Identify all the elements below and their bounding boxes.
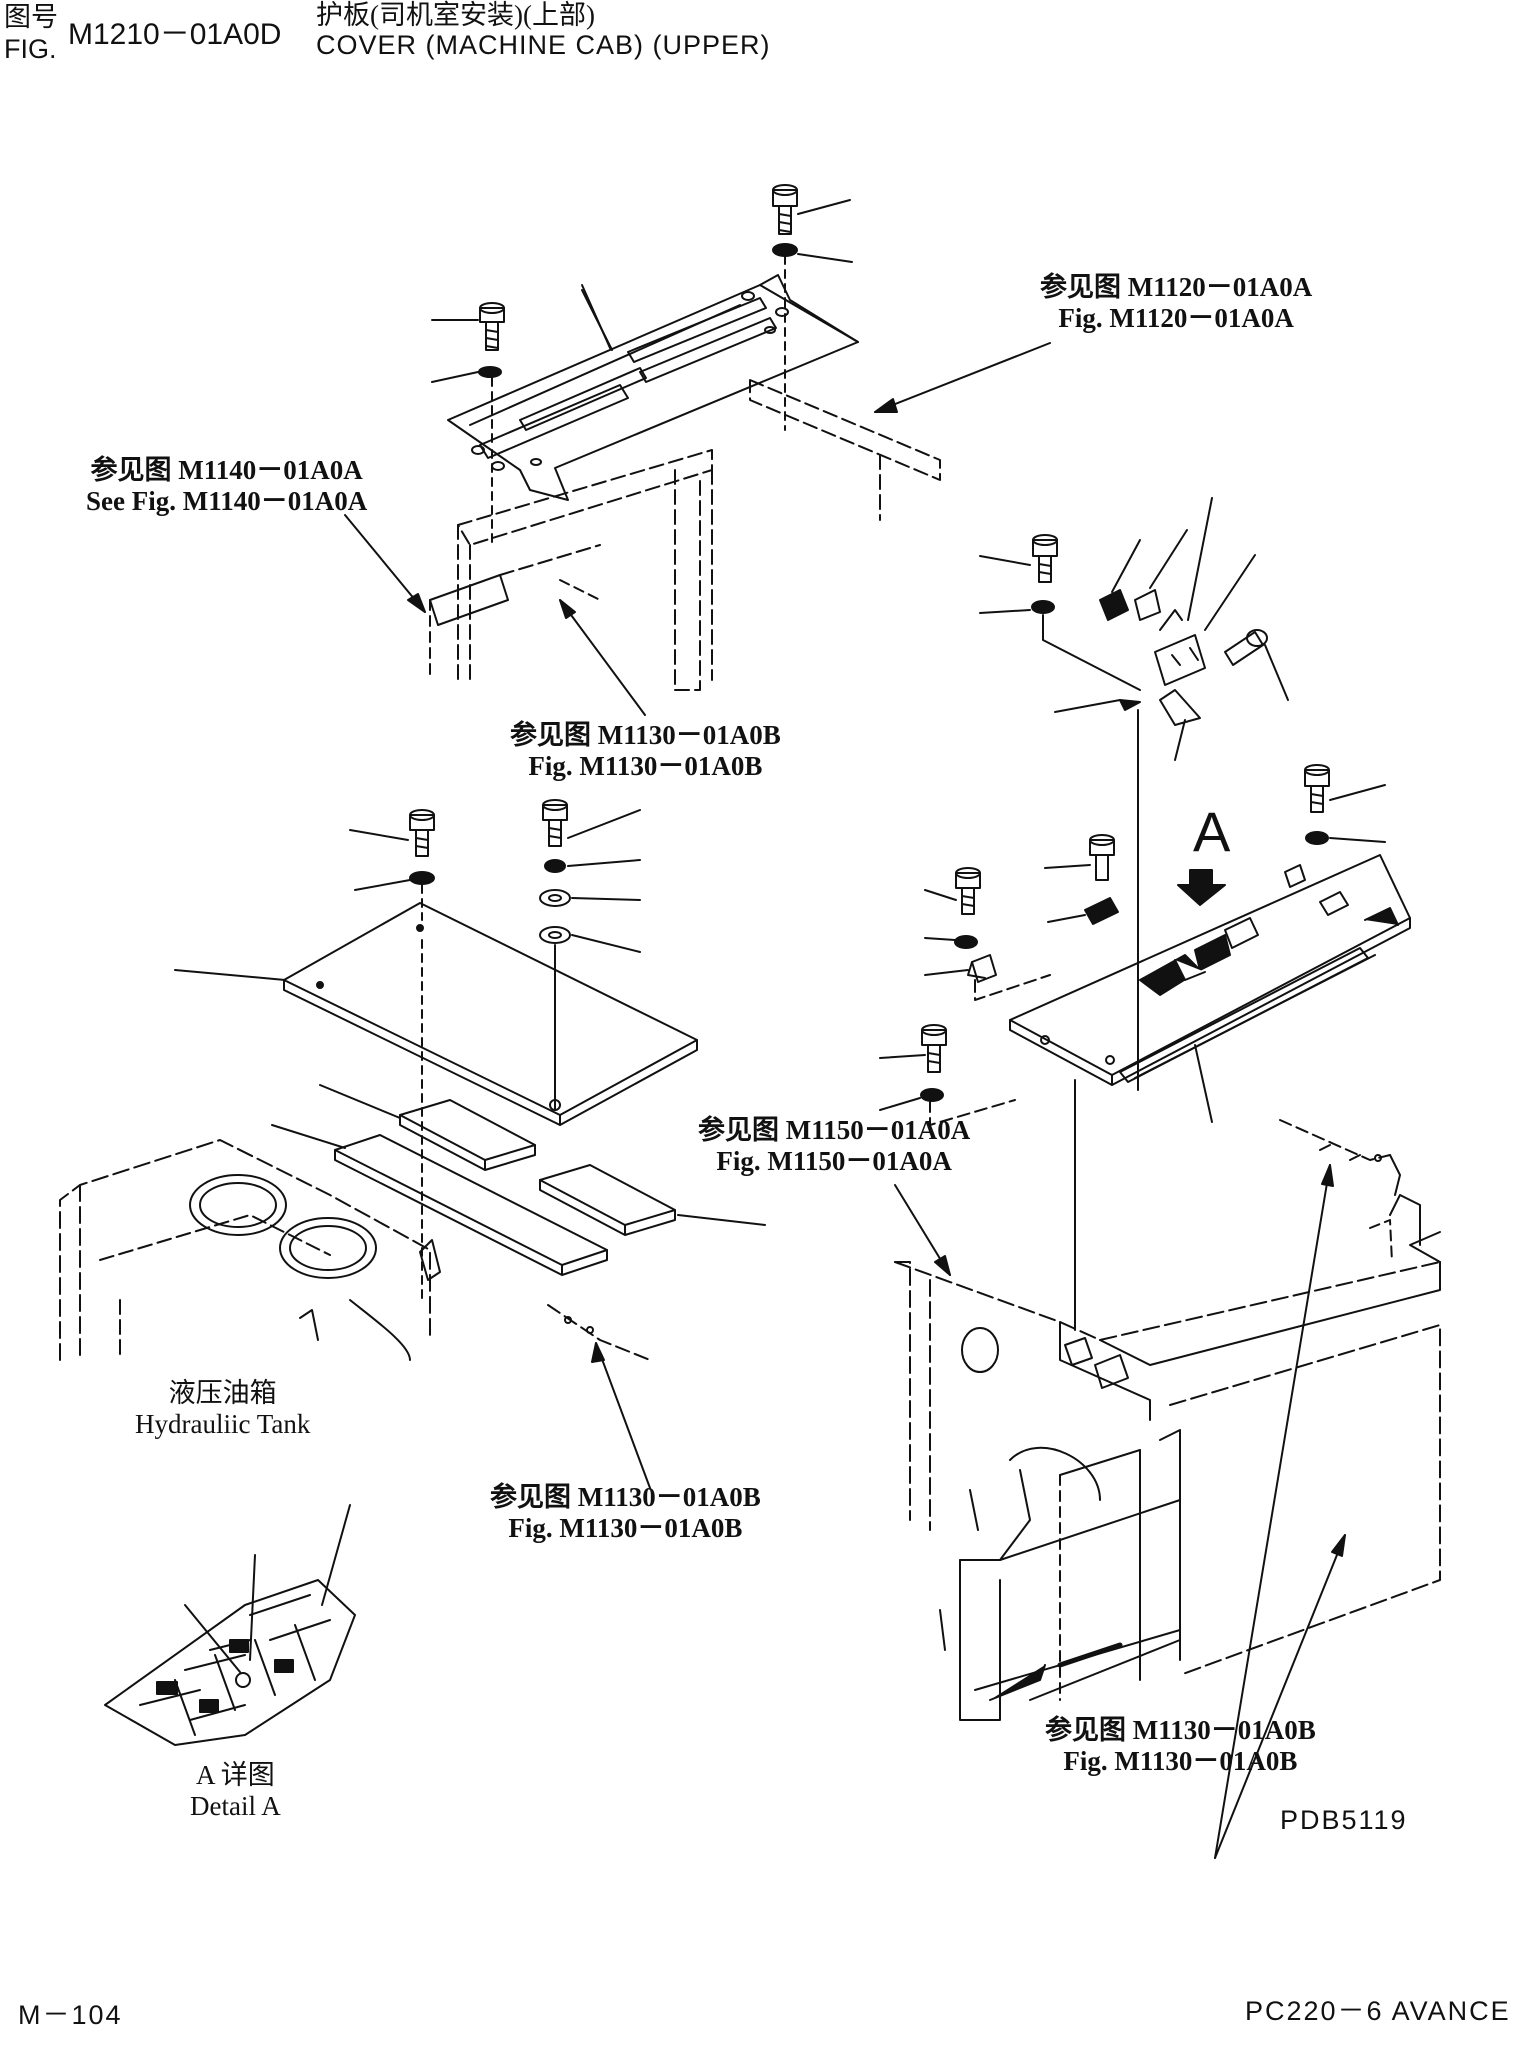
reference-en: Fig. M1120－01A0A bbox=[1058, 303, 1294, 334]
reference-en: Fig. M1130－01A0B bbox=[528, 751, 763, 782]
leader-lines-upper-left bbox=[345, 290, 1050, 715]
cab-frame-lower-right bbox=[895, 1120, 1440, 1858]
rubber-pads bbox=[272, 1085, 765, 1275]
reference-en: Fig. M1150－01A0A bbox=[716, 1146, 952, 1177]
reference-zh: 参见图 M1120－01A0A bbox=[1040, 272, 1313, 302]
reference-callout: 参见图 M1130－01A0B Fig. M1130－01A0B bbox=[1045, 1715, 1316, 1777]
detail-a-drawing bbox=[105, 1505, 355, 1745]
reference-callout: 参见图 M1130－01A0B Fig. M1130－01A0B bbox=[510, 720, 781, 782]
drawing-code: PDB5119 bbox=[1280, 1805, 1408, 1835]
right-cover-plate bbox=[1010, 855, 1410, 1330]
title-en: COVER (MACHINE CAB) (UPPER) bbox=[316, 30, 771, 60]
reference-callout: 参见图 M1120－01A0A Fig. M1120－01A0A bbox=[1040, 272, 1312, 334]
reference-zh: 参见图 M1130－01A0B bbox=[1045, 1715, 1316, 1745]
middle-cover-plate bbox=[175, 885, 697, 1300]
reference-zh: 参见图 M1130－01A0B bbox=[490, 1482, 761, 1512]
upper-slotted-cover-plate bbox=[448, 275, 858, 500]
detail-a-label-zh: A 详图 bbox=[195, 1760, 275, 1790]
title-zh: 护板(司机室安装)(上部) bbox=[316, 0, 595, 30]
cab-frame-upper-left bbox=[430, 300, 940, 690]
hydraulic-tank-label-zh: 液压油箱 bbox=[168, 1378, 277, 1408]
reference-en: Fig. M1130－01A0B bbox=[508, 1513, 743, 1544]
figure-number: M1210－01A0D bbox=[68, 18, 282, 51]
page-number: M－104 bbox=[18, 2000, 123, 2030]
hydraulic-tank-outline bbox=[60, 1140, 650, 1488]
figure-label-zh: 图号 bbox=[4, 2, 58, 32]
view-a-marker: A bbox=[1193, 800, 1231, 863]
figure-label-en: FIG. bbox=[4, 34, 57, 64]
bolt-group-right bbox=[880, 765, 1385, 1125]
hydraulic-tank-label-en: Hydrauliic Tank bbox=[135, 1409, 311, 1440]
reference-zh: 参见图 M1140－01A0A bbox=[90, 455, 363, 485]
bolt-group-middle-left bbox=[350, 800, 640, 952]
reference-zh: 参见图 M1150－01A0A bbox=[698, 1115, 971, 1145]
detail-a-label-en: Detail A bbox=[190, 1791, 281, 1822]
detail-a-label: A 详图 Detail A bbox=[190, 1760, 281, 1822]
reference-callout: 参见图 M1130－01A0B Fig. M1130－01A0B bbox=[490, 1482, 761, 1544]
reference-zh: 参见图 M1130－01A0B bbox=[510, 720, 781, 750]
bracket-assembly-right bbox=[980, 498, 1288, 1090]
reference-callout: 参见图 M1150－01A0A Fig. M1150－01A0A bbox=[698, 1115, 970, 1177]
reference-callout: 参见图 M1140－01A0A See Fig. M1140－01A0A bbox=[86, 455, 367, 517]
model-name: PC220－6 AVANCE bbox=[1245, 1996, 1511, 2026]
hydraulic-tank-label: 液压油箱 Hydrauliic Tank bbox=[135, 1378, 310, 1440]
reference-en: Fig. M1130－01A0B bbox=[1063, 1746, 1298, 1777]
bolt-group-upper-left bbox=[432, 185, 852, 446]
reference-en: See Fig. M1140－01A0A bbox=[86, 486, 368, 517]
